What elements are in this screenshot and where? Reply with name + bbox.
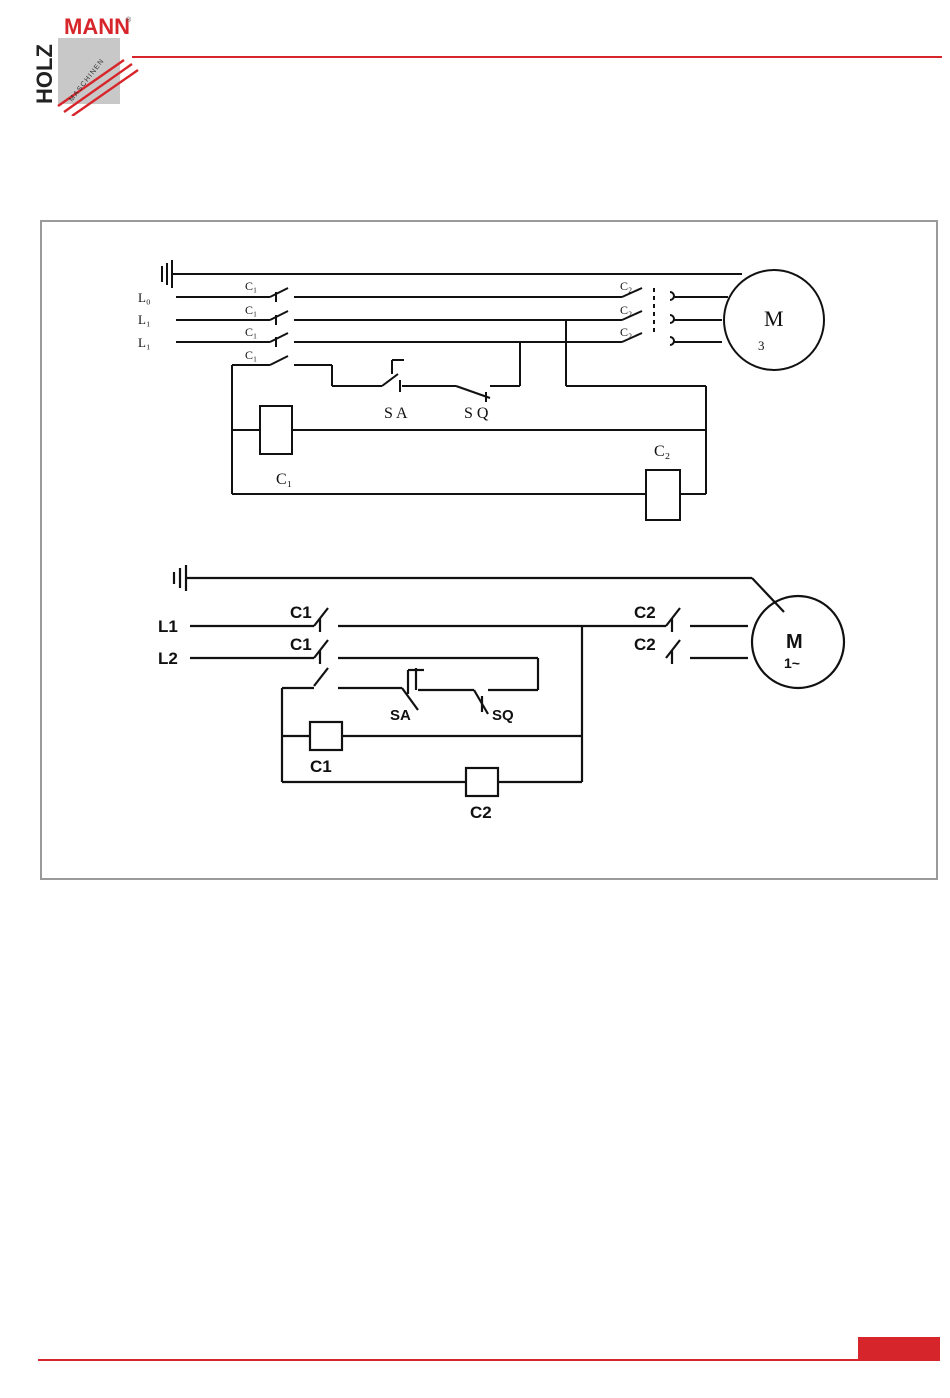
motor-label-2: M [786,631,803,653]
line-l2-label: L₁ [138,335,150,350]
coil-c2-label: C₂ [654,443,670,460]
logo-mann-text: MANN [64,14,130,39]
line-l2-label-2: L2 [158,649,178,668]
single-phase-diagram [174,565,844,796]
contact-c1-label-2: C₁ [245,303,257,317]
coil-c2-icon [646,470,680,520]
footer-rule [38,1359,940,1361]
ground-icon-2 [174,565,186,591]
contact-c2-label-3: C₂ [620,325,632,339]
motor-label: M [764,306,784,331]
three-phase-diagram [162,260,824,520]
c1-contacts-2 [314,608,328,686]
coil-c1-label-2: C1 [310,757,332,776]
contact-c2-label-1: C₂ [620,279,632,293]
sa-switch [382,360,404,392]
ground-icon [162,260,172,288]
switch-sq-label-2: SQ [492,707,514,724]
c1-contacts [270,288,288,365]
coil-c1-icon [260,406,292,454]
coil-c1-icon-2 [310,722,342,750]
motor-phase-label-2: 1~ [784,655,800,671]
logo-holz-text: HOLZ [32,44,57,104]
coil-c2-label-2: C2 [470,803,492,822]
page-number-tab [858,1337,940,1361]
single-phase-labels: L1 L2 C1 C1 C2 C2 SA SQ C1 C2 M 1~ [158,603,803,822]
logo-registered-mark: ® [126,16,132,24]
contact-c1-label-2a: C1 [290,603,312,622]
header-rule [132,56,942,58]
switch-sq-label: S Q [464,405,489,422]
contact-c2-label-2b: C2 [634,635,656,654]
wiring-diagram-frame: L₀ L₁ L₁ C₁ C₁ C₁ C₁ C₂ C₂ C₂ S A S Q C₁… [40,220,938,880]
coil-c2-icon-2 [466,768,498,796]
wiring-diagrams: L₀ L₁ L₁ C₁ C₁ C₁ C₁ C₂ C₂ C₂ S A S Q C₁… [42,222,940,882]
holzmann-logo-icon: MANN ® HOLZ MASCHINEN [28,8,140,116]
line-l1-label: L₁ [138,312,150,327]
contact-c1-label-3: C₁ [245,325,257,339]
contact-c1-label-4: C₁ [245,348,257,362]
contact-c1-label-2b: C1 [290,635,312,654]
sq-switch [456,386,490,402]
contact-c1-label-1: C₁ [245,279,257,293]
contact-c2-label-2: C₂ [620,303,632,317]
sq-switch-2 [474,690,488,714]
switch-sa-label: S A [384,405,408,422]
switch-sa-label-2: SA [390,707,411,724]
three-phase-labels: L₀ L₁ L₁ C₁ C₁ C₁ C₁ C₂ C₂ C₂ S A S Q C₁… [138,279,784,488]
brand-logo: MANN ® HOLZ MASCHINEN [28,8,140,116]
coil-c1-label: C₁ [276,471,292,488]
motor-phase-label: 3 [758,338,765,353]
line-l0-label: L₀ [138,290,150,305]
contact-c2-label-2a: C2 [634,603,656,622]
c2-contacts-2 [666,608,680,664]
line-l1-label-2: L1 [158,617,178,636]
